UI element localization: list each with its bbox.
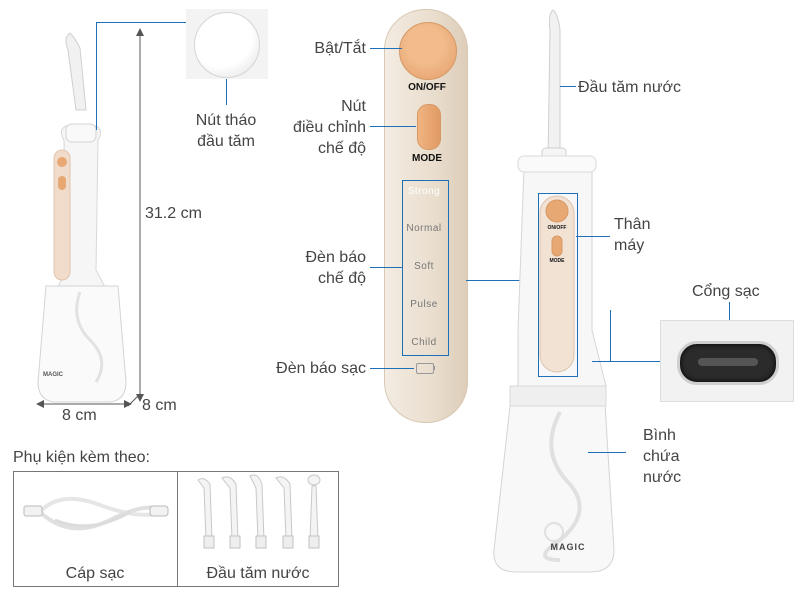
label-charge-light: Đèn báo sạc <box>276 360 366 377</box>
mode-normal: Normal <box>406 223 442 234</box>
label-depth: 8 cm <box>142 397 177 414</box>
label-mode-light: Đèn báo chế độ <box>305 249 367 287</box>
leader-panel-to-device <box>466 280 546 281</box>
mode-pulse: Pulse <box>410 299 438 310</box>
label-tips: Đầu tăm nước <box>206 565 310 582</box>
leader-remove-tip-down <box>226 79 227 105</box>
mode-strong: Strong <box>407 186 441 197</box>
strip-on-off: ON/OFF <box>547 225 567 231</box>
mode-child: Child <box>411 337 437 348</box>
mode-button <box>417 104 441 150</box>
leader-remove-tip-v <box>96 22 97 130</box>
label-body: Thân máy <box>614 216 651 254</box>
charging-port-tongue <box>698 358 758 366</box>
accessories-divider <box>177 471 178 586</box>
label-port: Cổng sạc <box>692 283 760 300</box>
label-width: 8 cm <box>62 407 97 424</box>
leader-tank <box>588 452 626 453</box>
leader-tip <box>560 86 576 87</box>
label-tip: Đầu tăm nước <box>578 79 682 96</box>
strip-highlight-box <box>538 193 578 377</box>
accessories-box <box>13 471 339 587</box>
panel-mode: MODE <box>412 153 442 164</box>
remove-tip-button <box>194 12 260 78</box>
charging-port-photo <box>660 320 794 402</box>
accessories-title: Phụ kiện kèm theo: <box>13 449 150 466</box>
leader-port-h <box>592 361 660 362</box>
strip-mode: MODE <box>549 258 565 264</box>
label-power: Bật/Tắt <box>314 40 366 57</box>
mode-highlight-box <box>402 180 449 356</box>
leader-port-v <box>610 310 611 362</box>
charging-port <box>677 341 779 385</box>
label-remove-tip: Nút tháo đầu tăm <box>195 112 257 150</box>
label-cable: Cáp sạc <box>65 565 125 582</box>
leader-mode-light <box>370 267 402 268</box>
leader-remove-tip-h <box>96 22 186 23</box>
label-mode-btn: Nút điều chỉnh chế độ <box>293 98 366 157</box>
remove-tip-photo <box>186 9 268 79</box>
leader-charge-light <box>370 368 414 369</box>
brand-small: MAGIC <box>43 372 63 378</box>
leader-body <box>576 236 610 237</box>
power-button <box>399 22 457 80</box>
label-height: 31.2 cm <box>145 205 202 222</box>
leader-power <box>370 48 402 49</box>
panel-on-off: ON/OFF <box>408 82 446 93</box>
battery-icon-tip <box>433 366 435 370</box>
leader-mode-btn <box>370 126 416 127</box>
label-tank: Bình chứa nước <box>643 427 682 486</box>
mode-soft: Soft <box>414 261 434 272</box>
brand-large: MAGIC <box>550 542 586 552</box>
